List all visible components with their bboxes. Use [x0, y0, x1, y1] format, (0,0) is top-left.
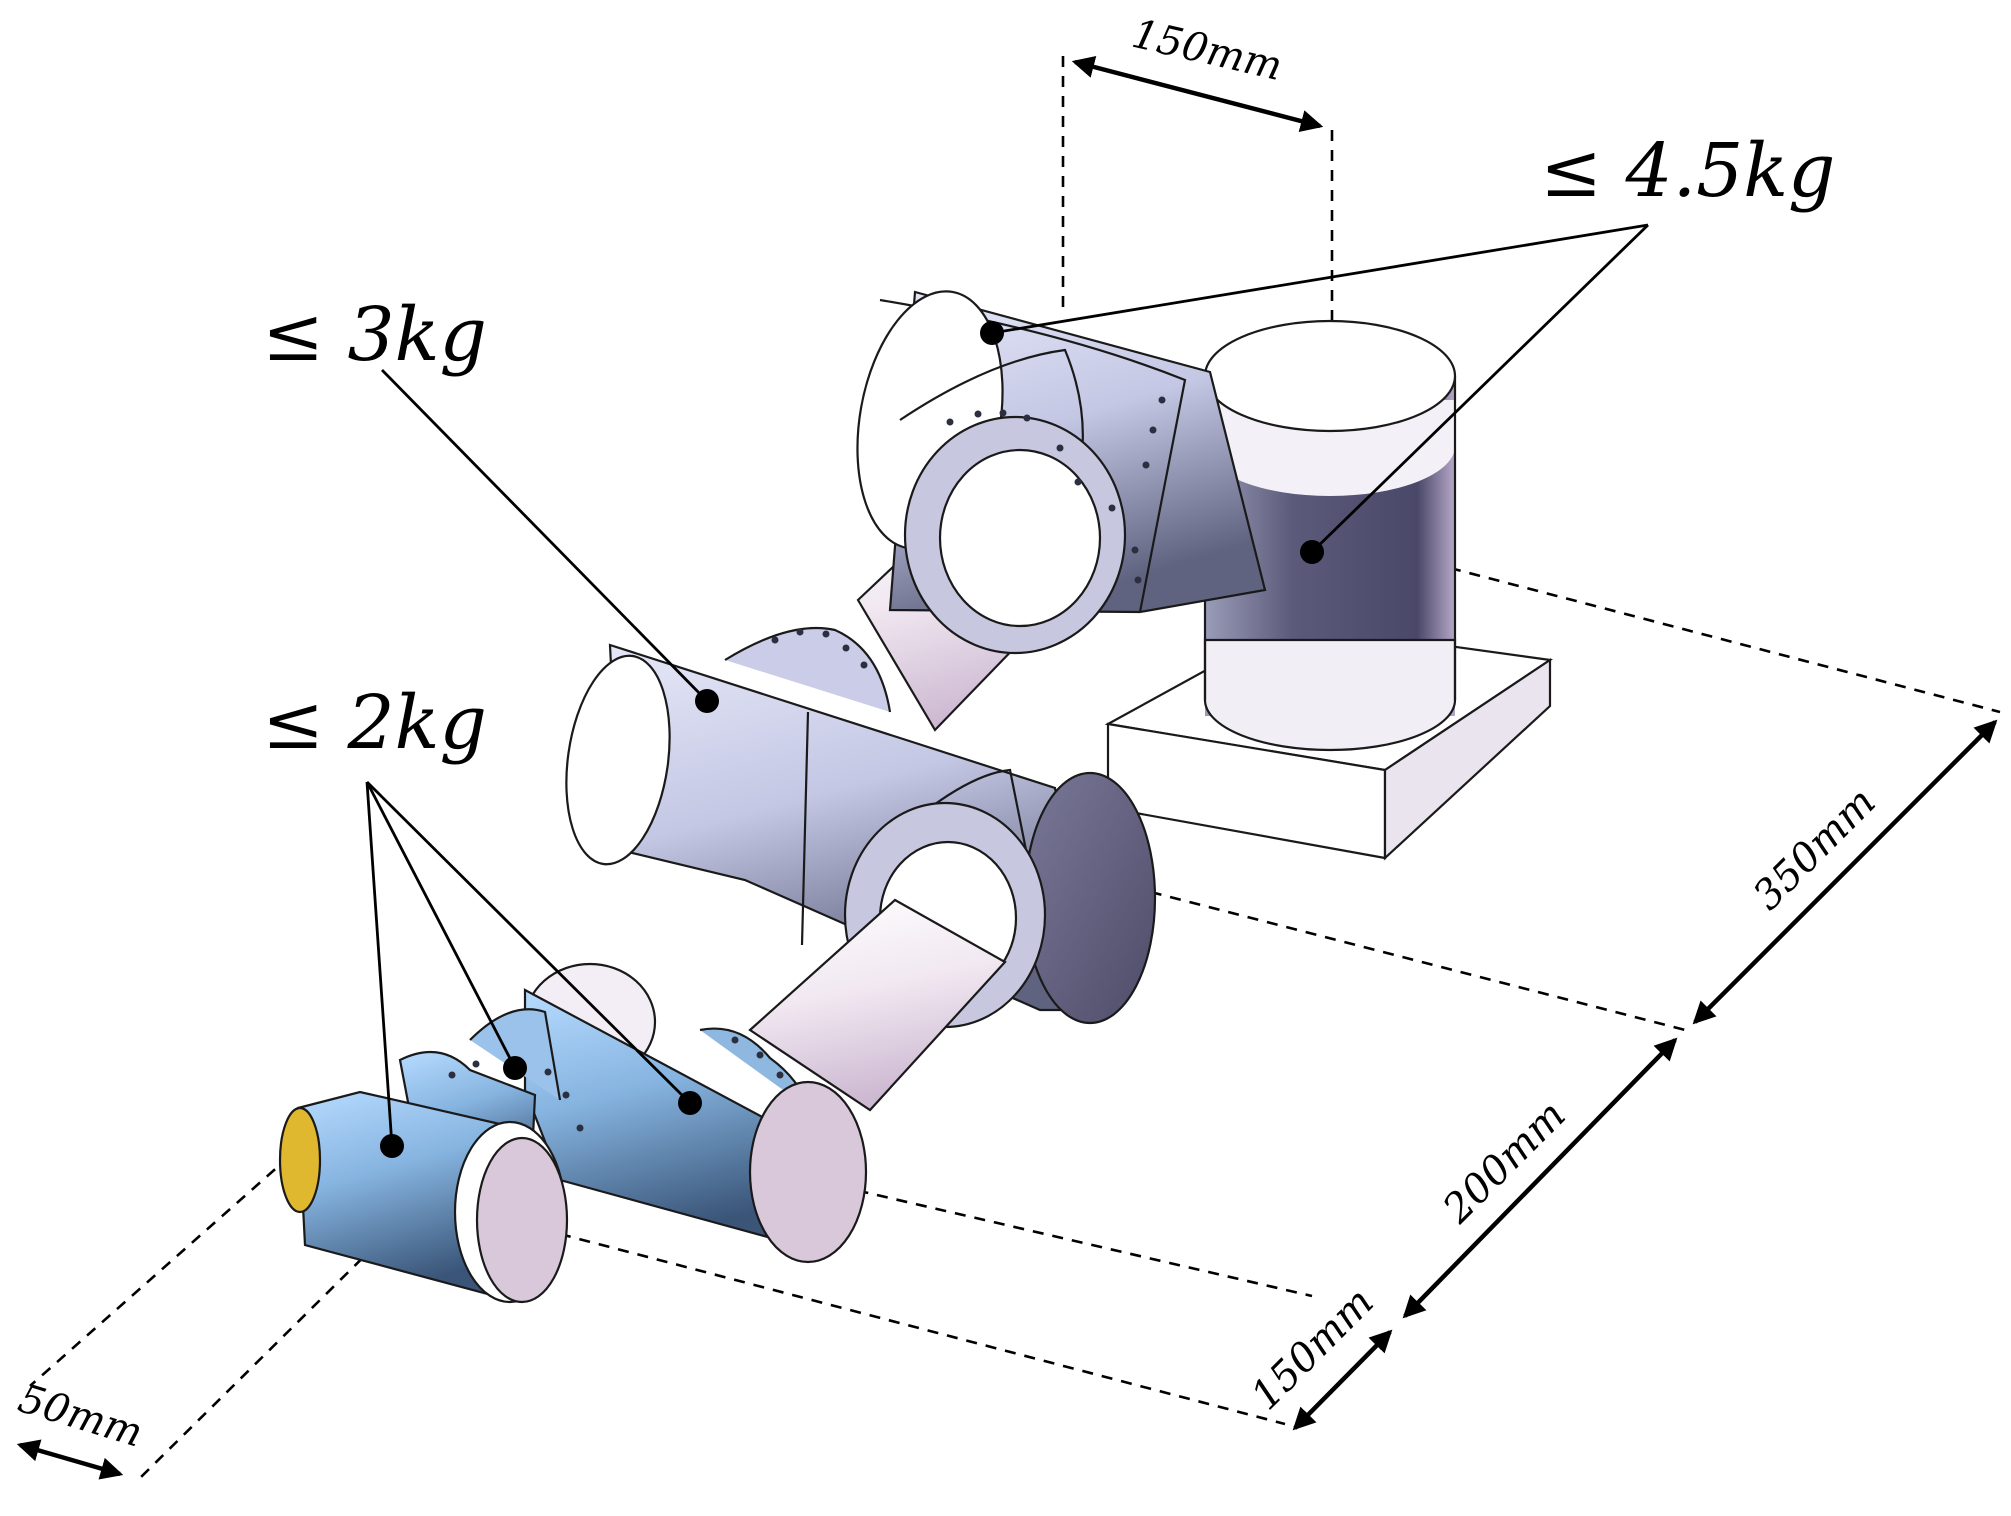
leader-dot-wrist-3: [678, 1091, 702, 1115]
shoulder-joint: [856, 290, 1267, 655]
mass-label-elbow: ≤ 3kg: [262, 292, 487, 378]
wrist-joints: [278, 962, 868, 1304]
leader-dot-wrist-1: [380, 1134, 404, 1158]
leader-dot-elbow: [695, 689, 719, 713]
base-motor: [1203, 319, 1457, 752]
elbow-joint: [565, 626, 1157, 1029]
leader-dot-motor: [1300, 540, 1324, 564]
dimension-reference-lines: [29, 56, 2001, 1481]
wrist-bolts: [448, 1036, 784, 1132]
dim-label-tool-offset: 50mm: [13, 1376, 148, 1457]
dim-label-top-offset: 150mm: [1128, 11, 1287, 90]
mass-label-wrist: ≤ 2kg: [262, 680, 487, 766]
mass-leader-lines: [365, 223, 1649, 1158]
leader-dot-wrist-2: [503, 1056, 527, 1080]
elbow-bolts: [771, 628, 868, 669]
leader-dot-shoulder: [980, 321, 1004, 345]
dimension-arrows: [16, 55, 1998, 1480]
lower-link-tube: [748, 898, 1007, 1112]
dim-label-link-short: 150mm: [1243, 1279, 1383, 1419]
dim-label-link-long: 350mm: [1745, 779, 1885, 919]
mass-label-base: ≤ 4.5kg: [1540, 128, 1835, 214]
shoulder-bolts: [946, 396, 1166, 584]
